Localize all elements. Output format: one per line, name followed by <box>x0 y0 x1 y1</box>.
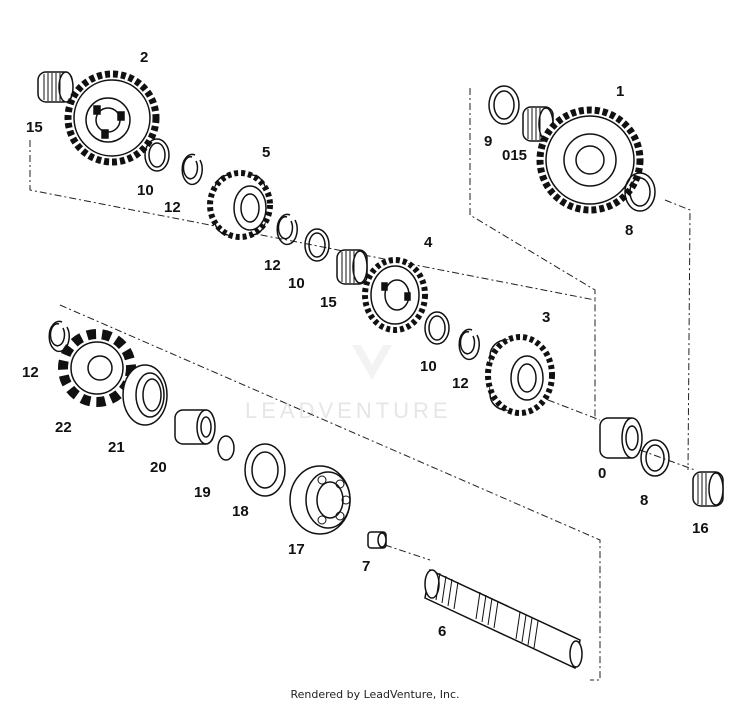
callout-0: 0 <box>598 465 606 482</box>
circlip-12-c <box>458 328 480 361</box>
washer-18 <box>244 443 286 497</box>
callout-22: 22 <box>55 419 72 436</box>
callout-16: 16 <box>692 520 709 537</box>
callout-5: 5 <box>262 144 270 161</box>
callout-8-bottom: 8 <box>640 492 648 509</box>
circlip-12-d <box>48 320 70 353</box>
needle-bearing-16 <box>692 471 724 507</box>
callout-6: 6 <box>438 623 446 640</box>
watermark-text: LEADVENTURE <box>245 398 452 423</box>
washer-8-top <box>624 172 656 212</box>
callout-1: 1 <box>616 83 624 100</box>
callout-10-a: 10 <box>137 182 154 199</box>
needle-bearing-15-center <box>336 249 368 285</box>
callout-4: 4 <box>424 234 433 251</box>
spacer-20 <box>174 409 216 445</box>
callout-015: 015 <box>502 147 527 164</box>
callout-17: 17 <box>288 541 305 558</box>
gear-1 <box>536 106 644 214</box>
sprocket-22 <box>58 329 136 407</box>
gear-5 <box>207 170 273 240</box>
needle-bearing-15-left <box>37 71 74 103</box>
assembly-lines <box>29 88 696 681</box>
ball-bearing-17 <box>289 465 351 535</box>
washer-10-a <box>144 138 170 172</box>
nut-7 <box>367 531 387 549</box>
washer-10-c <box>424 311 450 345</box>
callout-12-b: 12 <box>264 257 281 274</box>
callout-3: 3 <box>542 309 550 326</box>
washer-8-bottom <box>640 439 670 477</box>
o-ring-19 <box>217 435 235 461</box>
callout-10-b: 10 <box>288 275 305 292</box>
callout-12-d: 12 <box>22 364 39 381</box>
gear-4 <box>362 257 428 333</box>
gear-3 <box>485 334 555 416</box>
callout-18: 18 <box>232 503 249 520</box>
callout-9: 9 <box>484 133 492 150</box>
callout-12-a: 12 <box>164 199 181 216</box>
callout-10-c: 10 <box>420 358 437 375</box>
callout-7: 7 <box>362 558 370 575</box>
callout-21: 21 <box>108 439 125 456</box>
callout-12-c: 12 <box>452 375 469 392</box>
callout-labels: 15 2 10 12 5 12 10 15 4 10 12 3 1 9 015 … <box>22 49 709 640</box>
callout-20: 20 <box>150 459 167 476</box>
gear-2 <box>64 70 160 166</box>
washer-10-b <box>304 228 330 262</box>
circlip-12-a <box>181 153 203 186</box>
callout-8-top: 8 <box>625 222 633 239</box>
callout-19: 19 <box>194 484 211 501</box>
footer-credit: Rendered by LeadVenture, Inc. <box>290 688 460 701</box>
callout-15-center: 15 <box>320 294 337 311</box>
circlip-12-b <box>276 213 298 246</box>
washer-9 <box>488 85 520 125</box>
watermark-logo <box>352 345 392 380</box>
shaft-6 <box>424 568 583 670</box>
oil-seal-21 <box>122 364 168 426</box>
callout-15-left: 15 <box>26 119 43 136</box>
callout-2: 2 <box>140 49 148 66</box>
bushing-0 <box>599 417 643 459</box>
